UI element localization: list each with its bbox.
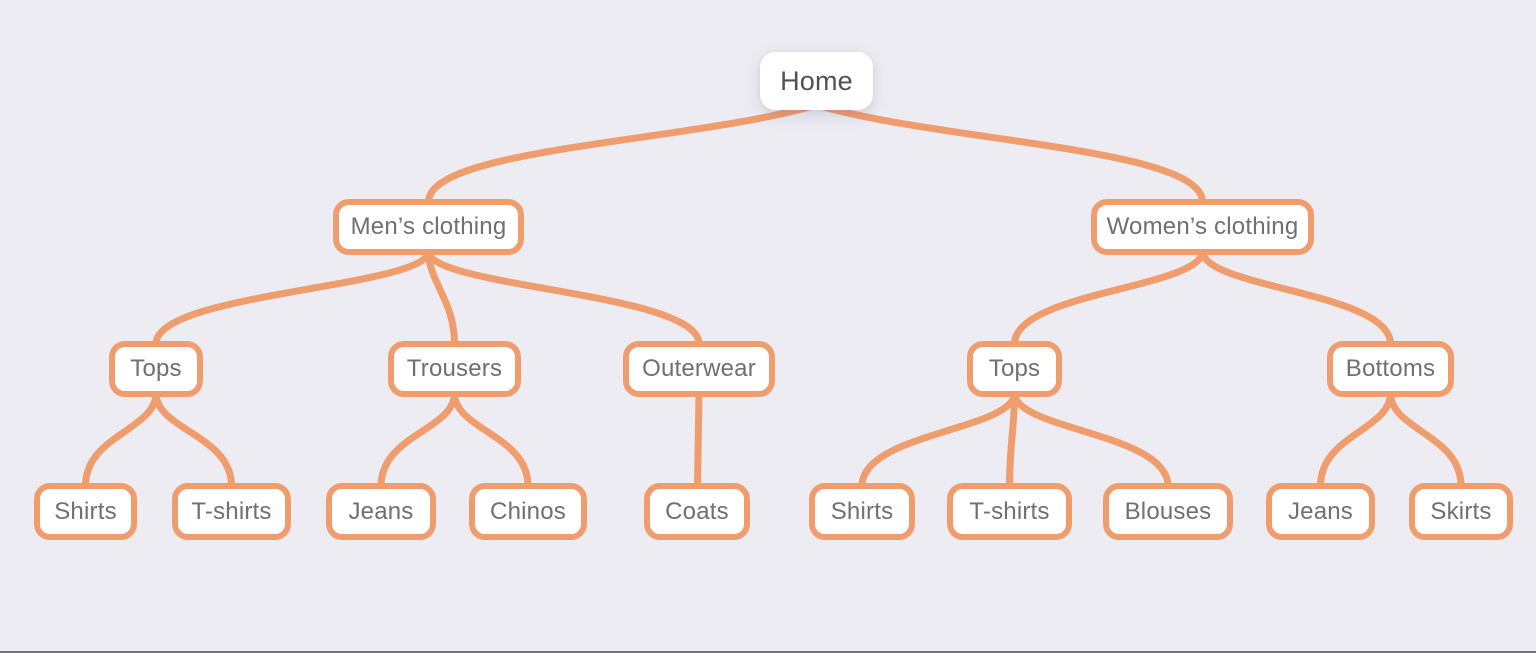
edge-tops-w-shirts: [858, 389, 1018, 490]
screenshot-bottom-edge: [0, 651, 1536, 653]
edge-mens-trousers: [425, 247, 458, 348]
node-bottoms[interactable]: Bottoms: [1327, 341, 1454, 397]
node-mens-jeans[interactable]: Jeans: [326, 483, 436, 540]
node-womens-shirts[interactable]: Shirts: [809, 483, 915, 540]
node-womens-clothing-label: Women’s clothing: [1106, 213, 1299, 240]
node-womens-jeans-label: Jeans: [1287, 497, 1354, 525]
node-chinos-label: Chinos: [490, 497, 566, 525]
edge-mens-tops: [152, 247, 432, 348]
edge-tops-m-tshirts: [152, 389, 235, 490]
node-trousers-label: Trousers: [406, 355, 503, 382]
node-skirts-label: Skirts: [1430, 497, 1492, 525]
edge-womens-tops: [1011, 247, 1206, 348]
edge-tops-m-shirts: [82, 389, 160, 490]
node-womens-tops-label: Tops: [988, 355, 1041, 382]
edge-bottoms-skirts: [1387, 389, 1465, 490]
node-mens-clothing[interactable]: Men’s clothing: [333, 199, 524, 255]
node-blouses-label: Blouses: [1124, 497, 1212, 525]
node-mens-tshirts[interactable]: T-shirts: [172, 483, 291, 540]
node-womens-jeans[interactable]: Jeans: [1266, 483, 1375, 540]
node-mens-tshirts-label: T-shirts: [191, 497, 272, 525]
node-chinos[interactable]: Chinos: [469, 483, 587, 540]
edge-tops-w-blouses: [1011, 389, 1172, 490]
node-womens-shirts-label: Shirts: [830, 497, 894, 525]
edge-mens-outerwear: [425, 247, 703, 348]
edge-trousers-jeans: [377, 389, 458, 490]
node-mens-jeans-label: Jeans: [348, 497, 414, 525]
node-womens-tops[interactable]: Tops: [967, 341, 1062, 397]
node-home-label: Home: [780, 65, 853, 96]
node-coats[interactable]: Coats: [644, 483, 750, 540]
edge-outerwear-coats: [694, 389, 703, 490]
node-mens-clothing-label: Men’s clothing: [350, 213, 507, 240]
node-home[interactable]: Home: [760, 52, 873, 110]
edge-trousers-chinos: [451, 389, 532, 490]
node-bottoms-label: Bottoms: [1345, 355, 1436, 382]
node-outerwear[interactable]: Outerwear: [623, 341, 775, 397]
node-womens-tshirts-label: T-shirts: [969, 497, 1050, 525]
edge-home-mens-clothing: [425, 101, 820, 206]
edge-home-womens-clothing: [813, 101, 1206, 206]
node-mens-tops[interactable]: Tops: [109, 341, 203, 397]
node-womens-clothing[interactable]: Women’s clothing: [1091, 199, 1314, 255]
node-mens-shirts-label: Shirts: [54, 497, 117, 525]
node-outerwear-label: Outerwear: [642, 355, 756, 382]
node-trousers[interactable]: Trousers: [388, 341, 521, 397]
node-mens-shirts[interactable]: Shirts: [34, 483, 137, 540]
node-skirts[interactable]: Skirts: [1409, 483, 1513, 540]
edge-womens-bottoms: [1199, 247, 1394, 348]
node-coats-label: Coats: [665, 497, 729, 525]
edge-bottoms-jeans: [1317, 389, 1394, 490]
node-mens-tops-label: Tops: [130, 355, 182, 382]
node-blouses[interactable]: Blouses: [1103, 483, 1233, 540]
node-womens-tshirts[interactable]: T-shirts: [947, 483, 1072, 540]
